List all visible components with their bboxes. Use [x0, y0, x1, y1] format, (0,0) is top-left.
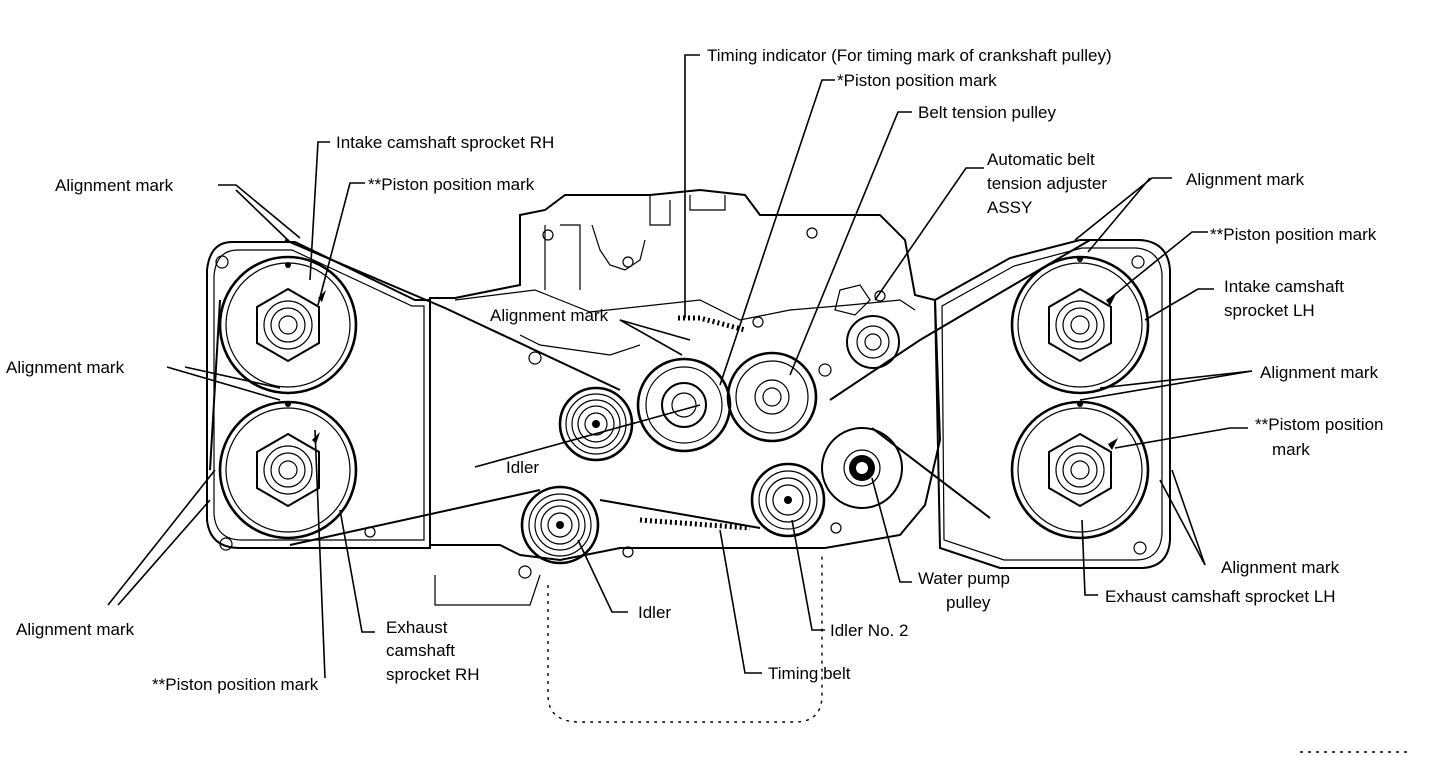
label-idler-no2: Idler No. 2	[830, 621, 908, 640]
crank-sprocket	[636, 315, 746, 453]
label-alignment-mark-mid-left: Alignment mark	[6, 358, 125, 377]
timing-belt	[209, 239, 1091, 546]
label-water-pump-line2: pulley	[946, 593, 991, 612]
label-exhaust-camshaft-sprocket-lh: Exhaust camshaft sprocket LH	[1105, 587, 1336, 606]
label-piston-position-mark-lh-top: **Piston position mark	[1210, 225, 1377, 244]
exhaust-camshaft-sprocket-lh	[1010, 400, 1150, 540]
label-exhaust-rh-line1: Exhaust	[386, 618, 448, 637]
intake-camshaft-sprocket-lh	[1010, 255, 1150, 395]
label-intake-camshaft-sprocket-rh: Intake camshaft sprocket RH	[336, 133, 554, 152]
label-timing-belt: Timing belt	[768, 664, 851, 683]
label-timing-indicator: Timing indicator (For timing mark of cra…	[707, 46, 1112, 65]
label-piston-position-mark-lh-bottom-line1: **Pistom position	[1255, 415, 1384, 434]
label-exhaust-rh-line2: camshaft	[386, 641, 455, 660]
auto-tension-adjuster	[846, 315, 900, 369]
label-piston-position-mark-rh-bottom: **Piston position mark	[152, 675, 319, 694]
idler-lower	[520, 485, 600, 565]
label-piston-position-mark-top: *Piston position mark	[837, 71, 997, 90]
label-exhaust-rh-line3: sprocket RH	[386, 665, 480, 684]
exhaust-camshaft-sprocket-rh	[218, 400, 358, 540]
label-intake-lh-line1: Intake camshaft	[1224, 277, 1344, 296]
label-alignment-mark-bottom-right: Alignment mark	[1221, 558, 1340, 577]
lh-cover-plate	[933, 239, 1171, 569]
label-alignment-mark-center: Alignment mark	[490, 306, 609, 325]
label-piston-position-mark-rh-top: **Piston position mark	[368, 175, 535, 194]
idler-no2	[750, 462, 826, 538]
idler-upper	[558, 386, 634, 462]
label-alignment-mark-mid-right: Alignment mark	[1260, 363, 1379, 382]
label-alignment-mark-top-right: Alignment mark	[1186, 170, 1305, 189]
label-idler-bottom: Idler	[638, 603, 671, 622]
label-auto-adjuster-line3: ASSY	[987, 198, 1032, 217]
leader-lines	[107, 54, 1253, 679]
label-belt-tension-pulley: Belt tension pulley	[918, 103, 1056, 122]
label-auto-adjuster-line1: Automatic belt	[987, 150, 1095, 169]
label-auto-adjuster-line2: tension adjuster	[987, 174, 1107, 193]
label-intake-lh-line2: sprocket LH	[1224, 301, 1315, 320]
intake-camshaft-sprocket-rh	[218, 255, 358, 395]
engine-block	[429, 188, 942, 606]
water-pump-pulley	[821, 427, 903, 509]
belt-tension-pulley	[726, 351, 818, 443]
label-alignment-mark-bottom-left: Alignment mark	[16, 620, 135, 639]
crankshaft-outline	[547, 555, 823, 723]
label-alignment-mark-top-left: Alignment mark	[55, 176, 174, 195]
label-idler-center: Idler	[506, 458, 539, 477]
label-piston-position-mark-lh-bottom-line2: mark	[1272, 440, 1310, 459]
label-water-pump-line1: Water pump	[918, 569, 1010, 588]
